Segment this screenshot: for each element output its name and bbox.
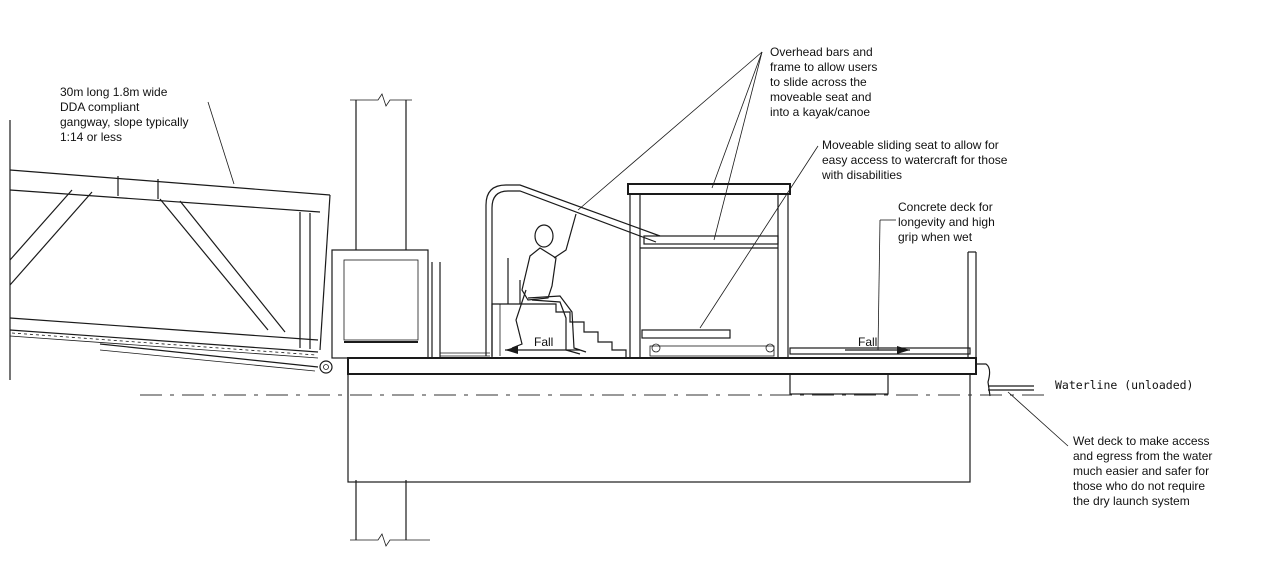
wet-deck-note-line: those who do not require bbox=[1073, 479, 1205, 493]
fall-arrow-right: Fall bbox=[845, 335, 910, 354]
seated-person-figure bbox=[511, 213, 587, 355]
overhead-note-line: frame to allow users bbox=[770, 60, 877, 74]
leader-lines bbox=[207, 51, 1069, 447]
overhead-frame bbox=[627, 183, 791, 358]
fall-arrow-left: Fall bbox=[505, 335, 580, 354]
seat-note-line: Moveable sliding seat to allow for bbox=[822, 138, 999, 152]
wet-deck-note-line: Wet deck to make access bbox=[1073, 434, 1210, 448]
annotation-gangway: 30m long 1.8m wide DDA compliant gangway… bbox=[60, 85, 189, 144]
annotation-seat: Moveable sliding seat to allow for easy … bbox=[821, 138, 1008, 182]
fall-label-left: Fall bbox=[534, 335, 553, 349]
overhead-note-line: Overhead bars and bbox=[770, 45, 873, 59]
annotation-wet-deck: Wet deck to make access and egress from … bbox=[1073, 434, 1212, 508]
gangway-note-line: gangway, slope typically bbox=[60, 115, 189, 129]
gangway-note-line: 30m long 1.8m wide bbox=[60, 85, 168, 99]
handrail bbox=[485, 184, 661, 356]
concrete-note-line: longevity and high bbox=[898, 215, 995, 229]
concrete-note-line: Concrete deck for bbox=[898, 200, 993, 214]
annotation-overhead: Overhead bars and frame to allow users t… bbox=[770, 45, 877, 119]
overhead-note-line: into a kayak/canoe bbox=[770, 105, 870, 119]
annotation-concrete: Concrete deck for longevity and high gri… bbox=[898, 200, 995, 244]
seat-note-line: with disabilities bbox=[821, 168, 902, 182]
wet-deck-note-line: and egress from the water bbox=[1073, 449, 1212, 463]
fall-label-right: Fall bbox=[858, 335, 877, 349]
waterline-label: Waterline (unloaded) bbox=[1055, 378, 1193, 392]
landing-frame bbox=[331, 249, 441, 359]
gangway-note-line: 1:14 or less bbox=[60, 130, 122, 144]
overhead-note-line: moveable seat and bbox=[770, 90, 871, 104]
right-rail-and-wet-deck bbox=[789, 251, 1034, 397]
pile bbox=[350, 93, 430, 547]
wet-deck-note-line: much easier and safer for bbox=[1073, 464, 1209, 478]
wet-deck-note-line: the dry launch system bbox=[1073, 494, 1190, 508]
concrete-note-line: grip when wet bbox=[898, 230, 973, 244]
seat-note-line: easy access to watercraft for those bbox=[822, 153, 1008, 167]
pontoon bbox=[347, 352, 977, 483]
gangway-truss bbox=[9, 120, 333, 380]
access-steps bbox=[491, 258, 627, 358]
gangway-note-line: DDA compliant bbox=[60, 100, 140, 114]
overhead-note-line: to slide across the bbox=[770, 75, 867, 89]
